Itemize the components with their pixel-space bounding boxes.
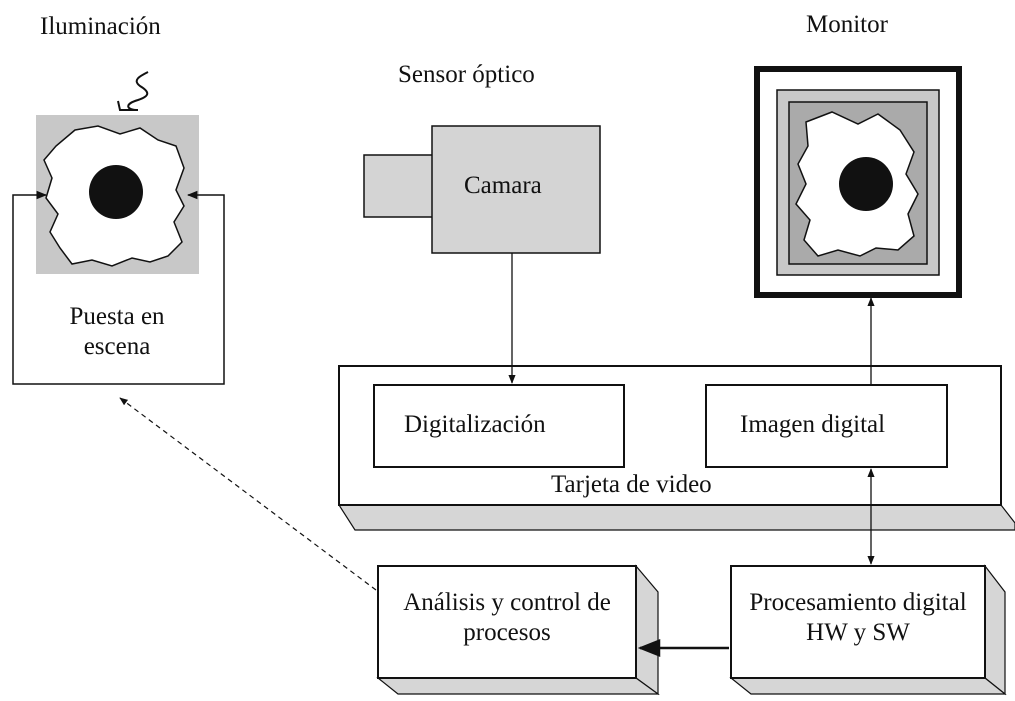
- scene-object-icon: [36, 115, 199, 274]
- monitor-icon: [754, 66, 962, 298]
- camera-icon: [363, 125, 601, 254]
- camera-label: Camara: [464, 172, 542, 199]
- digital-image-label: Imagen digital: [740, 411, 886, 438]
- analysis-label: Análisis y control de procesos: [403, 589, 611, 646]
- video-card-label: Tarjeta de video: [551, 471, 712, 498]
- monitor-label: Monitor: [806, 11, 888, 38]
- sensor-label: Sensor óptico: [398, 61, 535, 88]
- analysis-box: [376, 564, 660, 696]
- analysis-to-scene-dashed-arrow: [119, 397, 377, 591]
- scene-label: Puesta en escena: [69, 303, 165, 360]
- processing-box: [729, 564, 1007, 696]
- light-wave-icon: [117, 71, 149, 111]
- digitization-label: Digitalización: [404, 411, 546, 438]
- video-card-box: [337, 365, 1015, 531]
- scene-loop: [12, 190, 225, 385]
- processing-label: Procesamiento digital HW y SW: [749, 589, 967, 646]
- illumination-label: Iluminación: [40, 13, 161, 40]
